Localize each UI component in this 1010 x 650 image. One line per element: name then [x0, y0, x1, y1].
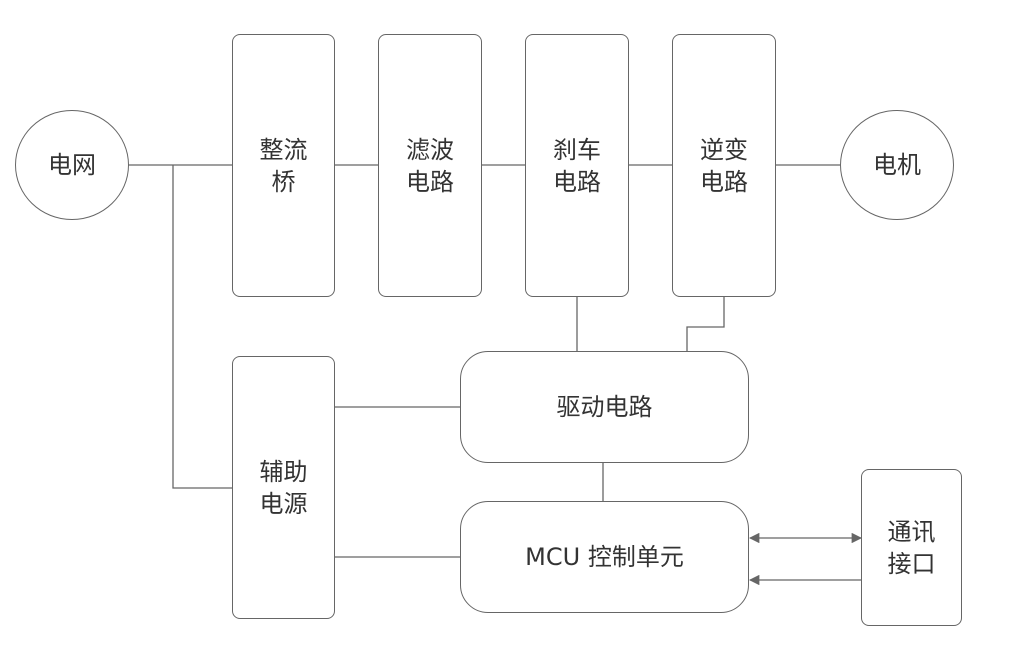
driver-circuit-block: 驱动电路 [460, 351, 749, 463]
filter-circuit-block: 滤波 电路 [378, 34, 482, 297]
wire-grid-aux [172, 165, 232, 489]
motor-node: 电机 [840, 110, 954, 220]
brake-circuit-label: 刹车 电路 [553, 135, 601, 196]
grid-label: 电网 [48, 151, 96, 179]
communication-interface-label: 通讯 接口 [887, 517, 936, 578]
auxiliary-power-label: 辅助 电源 [259, 457, 308, 518]
grid-node: 电网 [15, 110, 129, 220]
communication-interface-block: 通讯 接口 [861, 469, 962, 626]
inverter-circuit-label: 逆变 电路 [700, 135, 748, 196]
mcu-control-unit-block: MCU 控制单元 [460, 501, 749, 613]
motor-label: 电机 [873, 151, 921, 179]
inverter-circuit-block: 逆变 电路 [672, 34, 776, 297]
filter-circuit-label: 滤波 电路 [406, 135, 454, 196]
rectifier-bridge-block: 整流 桥 [232, 34, 335, 297]
auxiliary-power-block: 辅助 电源 [232, 356, 335, 619]
driver-circuit-label: 驱动电路 [556, 393, 653, 421]
brake-circuit-block: 刹车 电路 [525, 34, 629, 297]
wire-inverter-driver [686, 297, 725, 351]
rectifier-bridge-label: 整流 桥 [259, 135, 308, 196]
mcu-control-unit-label: MCU 控制单元 [525, 543, 684, 571]
